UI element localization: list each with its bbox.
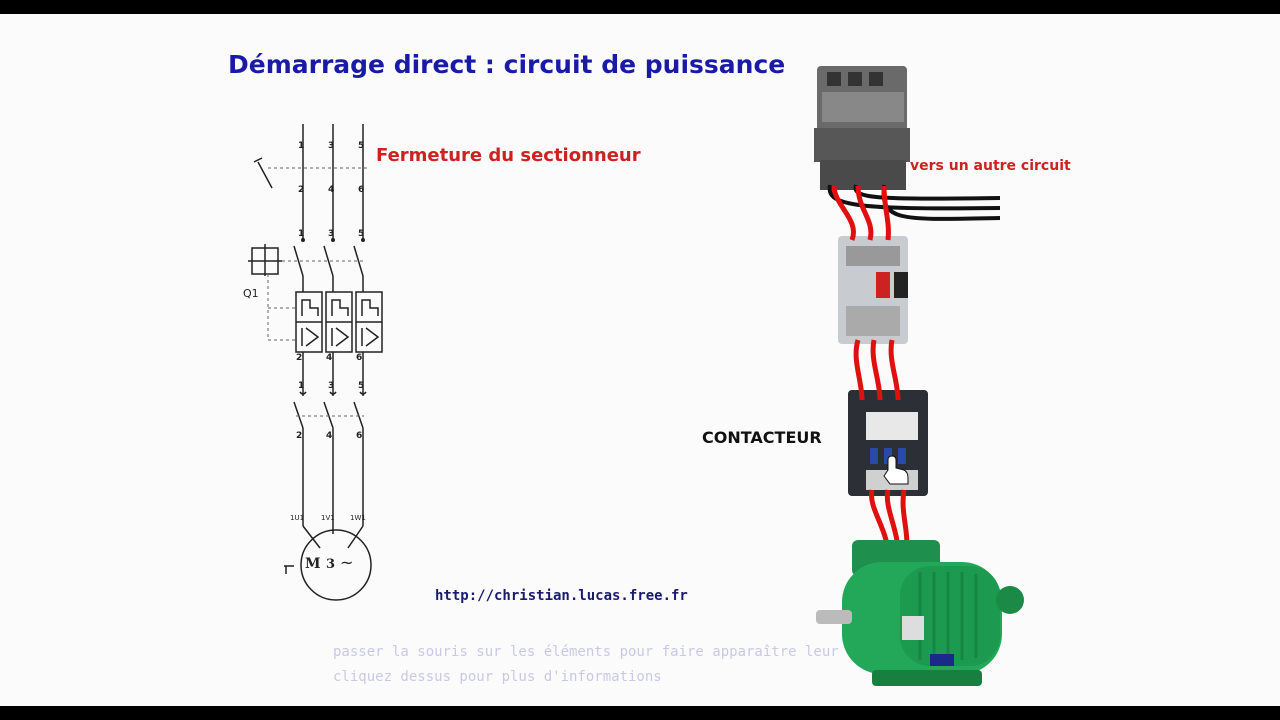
terminal-label: 4 [326,353,332,363]
terminal-label: 3 [328,141,334,151]
terminal-label: 6 [356,431,362,441]
motor-terminal-label: 1U1 [290,514,304,522]
terminal-label: 3 [328,381,334,391]
slide-background [0,14,1280,706]
terminal-label: 2 [298,185,304,195]
motor-terminal-label: 1V1 [321,514,335,522]
terminal-label: 6 [356,353,362,363]
motor-ac-symbol: ~ [340,553,353,572]
breaker-name-label: Q1 [243,287,259,300]
contactor-label: CONTACTEUR [702,428,822,447]
terminal-label: 5 [358,141,364,151]
hand-cursor-icon [883,455,909,485]
other-circuit-label: vers un autre circuit [910,158,1071,174]
terminal-label: 3 [328,229,334,239]
terminal-label: 4 [326,431,332,441]
terminal-label: 5 [358,229,364,239]
motor-symbol: M [305,556,321,572]
terminal-label: 1 [298,141,304,151]
step-label: Fermeture du sectionneur [376,145,641,166]
terminal-label: 6 [358,185,364,195]
terminal-label: 2 [296,353,302,363]
terminal-label: 4 [328,185,334,195]
disconnector-icon[interactable] [814,66,910,190]
motor-phases: 3 [326,557,335,572]
motor-breaker-icon[interactable] [838,236,908,344]
website-link[interactable]: http://christian.lucas.free.fr [435,588,688,604]
hint-text-line1: passer la souris sur les éléments pour f… [333,644,898,660]
terminal-label: 1 [298,229,304,239]
terminal-label: 1 [298,381,304,391]
contactor-icon[interactable] [848,390,928,496]
terminal-label: 2 [296,431,302,441]
motor-icon[interactable] [816,540,1024,686]
page-title: Démarrage direct : circuit de puissance [228,50,786,79]
hint-text-line2: cliquez dessus pour plus d'informations [333,669,662,685]
motor-terminal-label: 1W1 [350,514,366,522]
terminal-label: 5 [358,381,364,391]
